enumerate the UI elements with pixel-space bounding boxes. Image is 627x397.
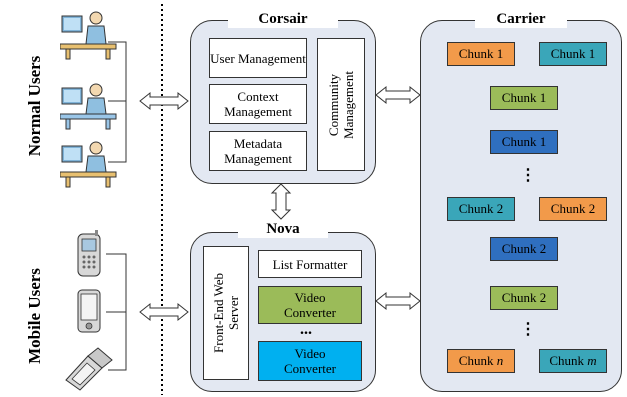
community-management-box: [317, 38, 365, 171]
chunk-block: Chunk 1: [539, 42, 607, 66]
flip-phone-icon: [62, 346, 114, 392]
corsair-nova-arrow: [270, 183, 292, 220]
chunk-block: Chunk 1: [447, 42, 515, 66]
desktop-user-icon: [59, 80, 120, 130]
chunk-block: Chunk 2: [490, 286, 558, 310]
chunk-block: Chunk n: [447, 349, 515, 373]
chunk-block: Chunk m: [539, 349, 607, 373]
user-management-box: User Management: [209, 38, 307, 78]
desktop-user-icon: [59, 138, 120, 188]
carrier-ellipsis-top: ⋮: [520, 167, 536, 184]
desktop-bracket: [108, 41, 127, 163]
chunk-block: Chunk 2: [539, 197, 607, 221]
corsair-title: Corsair: [228, 10, 338, 28]
web-server-box: [203, 246, 249, 380]
cell-phone-icon: [75, 230, 105, 278]
context-management-box: Context Management: [209, 84, 307, 124]
community-management-label: Community Management: [326, 71, 356, 139]
metadata-management-box: Metadata Management: [209, 131, 307, 171]
chunk-block: Chunk 1: [490, 86, 558, 110]
chunk-block: Chunk 2: [447, 197, 515, 221]
carrier-title: Carrier: [475, 10, 567, 28]
chunk-block: Chunk 1: [490, 130, 558, 154]
chunk-block: Chunk 2: [490, 237, 558, 261]
nova-title: Nova: [238, 220, 328, 238]
normal-users-arrow: [139, 91, 189, 111]
pda-icon: [75, 288, 105, 336]
nova-carrier-arrow: [375, 291, 421, 311]
web-server-label: Front-End Web Server: [211, 273, 241, 353]
desktop-user-icon: [59, 10, 120, 60]
list-formatter-box: List Formatter: [258, 250, 362, 278]
carrier-ellipsis-bottom: ⋮: [520, 321, 536, 338]
mobile-users-arrow: [139, 302, 189, 322]
corsair-carrier-arrow: [375, 85, 421, 105]
video-converter-blue-box: Video Converter: [258, 341, 362, 381]
nova-ellipsis: ...: [300, 321, 312, 338]
video-converter-green-box: Video Converter: [258, 286, 362, 324]
